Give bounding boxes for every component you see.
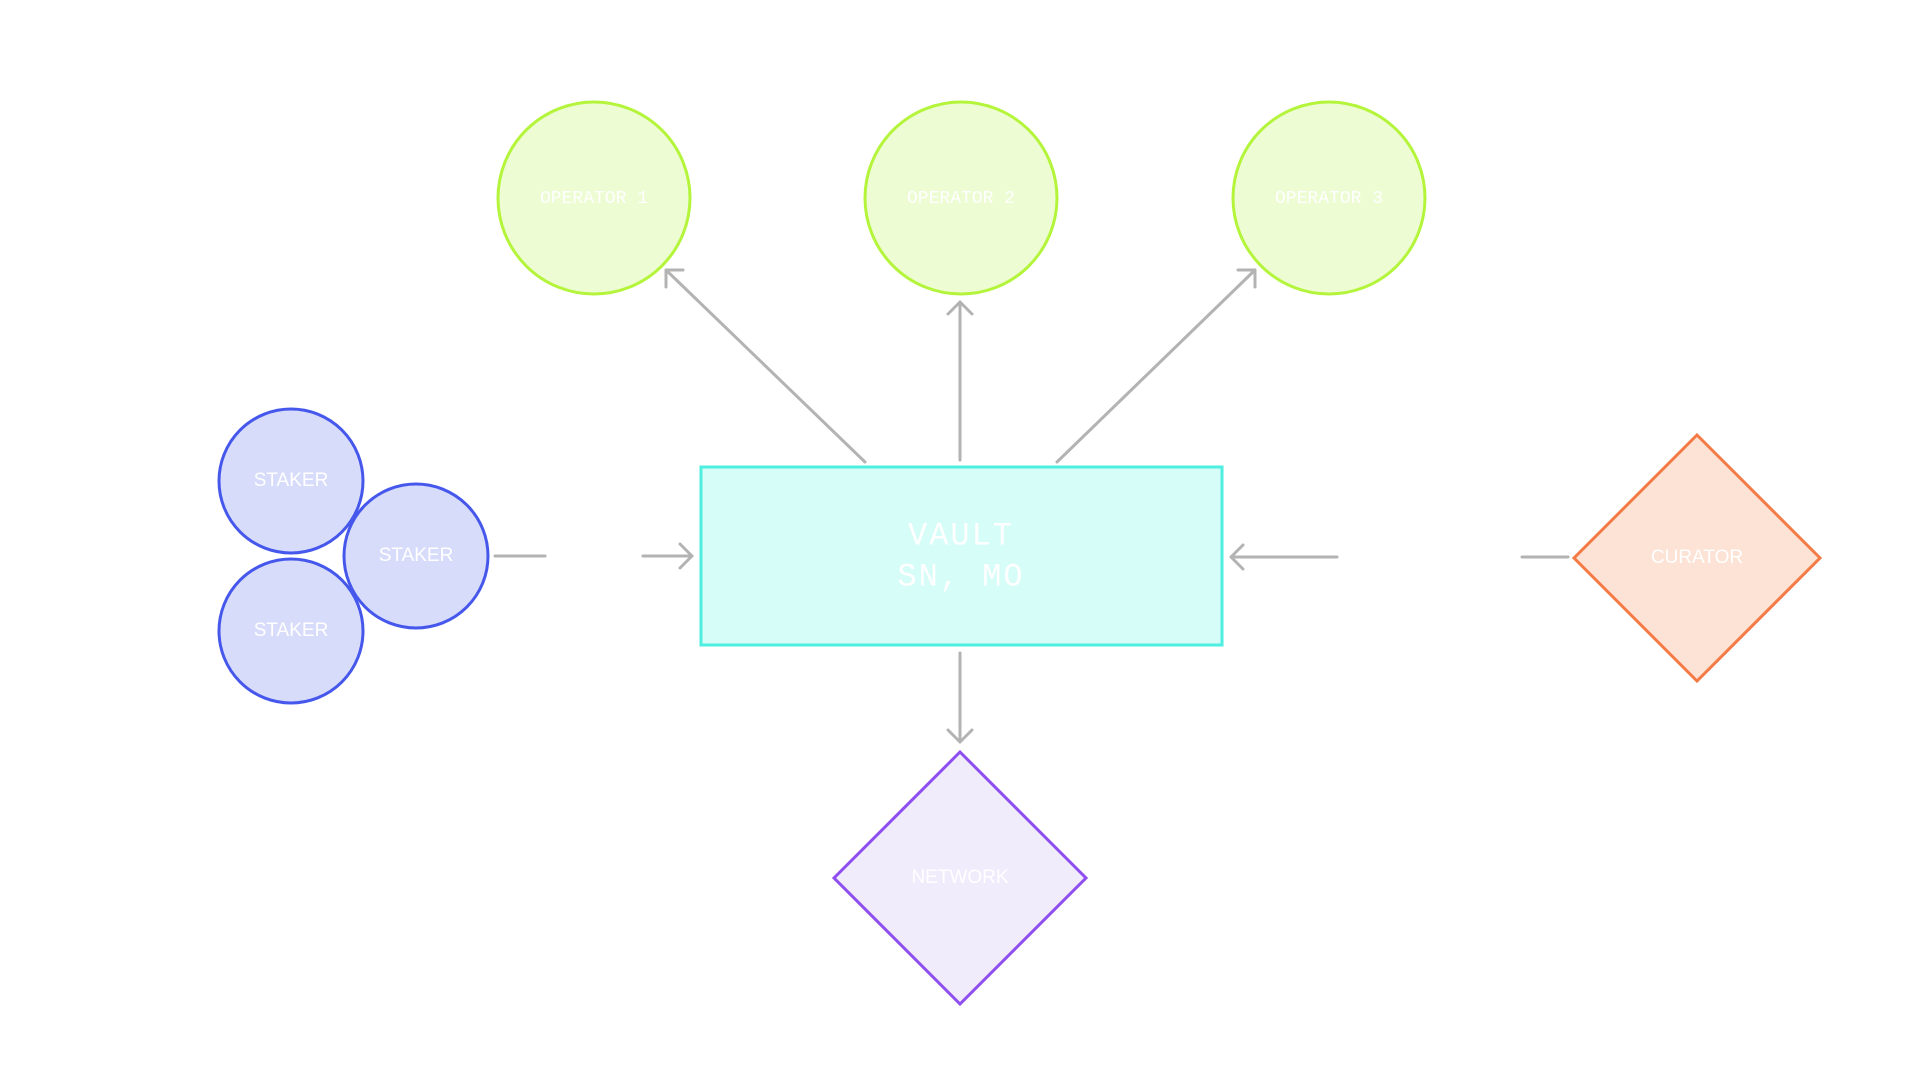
operator-node-2: OPERATOR 2 <box>863 100 1059 296</box>
staker-circle <box>217 407 365 555</box>
operator-label: OPERATOR 1 <box>540 189 648 209</box>
vault-box <box>699 465 1224 647</box>
operator-label: OPERATOR 3 <box>1275 189 1383 209</box>
staker-node-2: STAKER <box>342 482 490 630</box>
arrow-stakers-to-vault <box>493 542 694 570</box>
staker-label: STAKER <box>254 620 329 641</box>
curator-node: CURATOR <box>1571 432 1823 684</box>
operator-circle <box>1231 100 1427 296</box>
arrow-vault-to-operator-1 <box>664 268 867 464</box>
arrow-curator-to-vault <box>1229 543 1570 571</box>
vault-node: VAULT SN, MO <box>699 465 1224 647</box>
vault-subtitle: SN, MO <box>897 558 1024 595</box>
staker-label: STAKER <box>379 545 454 566</box>
vault-title: VAULT <box>908 517 1014 554</box>
operator-node-1: OPERATOR 1 <box>496 100 692 296</box>
curator-label: CURATOR <box>1651 547 1743 568</box>
network-label: NETWORK <box>911 867 1008 888</box>
arrow-vault-to-network <box>946 651 974 744</box>
operator-node-3: OPERATOR 3 <box>1231 100 1427 296</box>
network-node: NETWORK <box>831 749 1089 1007</box>
operator-circle <box>863 100 1059 296</box>
curator-diamond <box>1571 432 1823 684</box>
staker-circle <box>342 482 490 630</box>
arrow-vault-to-operator-2 <box>946 300 974 462</box>
operator-label: OPERATOR 2 <box>907 189 1015 209</box>
staker-label: STAKER <box>254 470 329 491</box>
connectors <box>493 268 1570 744</box>
arrow-vault-to-operator-3 <box>1055 268 1257 464</box>
operator-circle <box>496 100 692 296</box>
staker-node-1: STAKER <box>217 407 365 555</box>
staker-node-3: STAKER <box>217 557 365 705</box>
network-diamond <box>831 749 1089 1007</box>
staker-circle <box>217 557 365 705</box>
